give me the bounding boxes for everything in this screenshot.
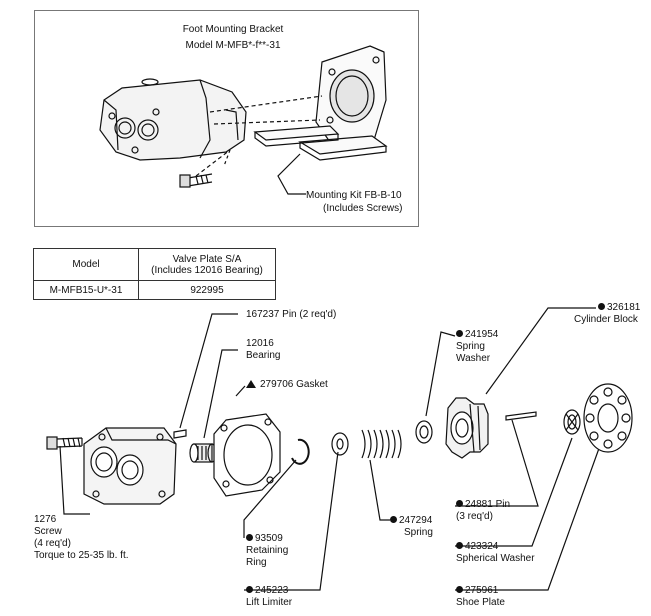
cylinder-name: Cylinder Block xyxy=(574,314,638,325)
bullet-icon xyxy=(598,303,605,310)
pin-label: 167237 Pin (2 req'd) xyxy=(246,309,337,320)
screw-torque: Torque to 25-35 lb. ft. xyxy=(34,550,129,561)
spring-name: Spring xyxy=(404,527,433,538)
table-cell-valve: 922995 xyxy=(138,280,276,300)
spring-washer-l1: Spring xyxy=(456,341,485,352)
bullet-icon xyxy=(456,330,463,337)
pin2-num-text: 24881 Pin xyxy=(465,499,511,510)
lift-number: 245223 xyxy=(246,585,288,597)
kit-note: (Includes Screws) xyxy=(323,203,403,214)
retaining-l1: Retaining xyxy=(246,545,289,556)
spring-illustration xyxy=(361,429,402,459)
bearing-illustration xyxy=(189,443,217,463)
screw-name: Screw xyxy=(34,526,62,537)
pin-illustration xyxy=(173,429,187,439)
lift-limiter-illustration xyxy=(331,432,349,456)
bearing-number: 12016 xyxy=(246,338,274,349)
bullet-icon xyxy=(246,534,253,541)
bullet-icon xyxy=(456,586,463,593)
lift-name: Lift Limiter xyxy=(246,597,293,608)
pump-assembly-illustration xyxy=(99,78,247,161)
shoe-name: Shoe Plate xyxy=(456,597,505,608)
shoe-number: 275961 xyxy=(456,585,498,597)
spring-washer-illustration xyxy=(415,420,433,444)
spherical-name: Spherical Washer xyxy=(456,553,535,564)
bracket-title: Foot Mounting Bracket xyxy=(182,24,284,35)
bolt-illustration xyxy=(179,173,213,188)
spherical-washer-illustration xyxy=(563,409,581,435)
gasket-illustration xyxy=(213,413,281,497)
pin2-number: 24881 Pin xyxy=(456,499,510,511)
cylinder-number: 326181 xyxy=(598,302,640,314)
spring-number: 247294 xyxy=(390,515,432,527)
top-diagram-frame xyxy=(34,10,419,227)
spring-washer-number: 241954 xyxy=(456,329,498,341)
leader-lines xyxy=(59,307,603,591)
spring-washer-l2: Washer xyxy=(456,353,491,364)
table-cell-model: M-MFB15-U*-31 xyxy=(33,280,139,300)
cylinder-block-illustration xyxy=(445,397,489,459)
gasket-label: 279706 Gasket xyxy=(246,379,328,391)
screw-qty: (4 req'd) xyxy=(34,538,71,549)
valve-plate-table: Model Valve Plate S/A (Includes 12016 Be… xyxy=(33,248,276,300)
leader-line xyxy=(277,153,306,195)
bullet-icon xyxy=(390,516,397,523)
table-header-valve-line2: (Includes 12016 Bearing) xyxy=(151,264,263,276)
foot-bracket-illustration xyxy=(253,45,388,161)
screw-illustration xyxy=(46,436,83,450)
spring-washer-num-text: 241954 xyxy=(465,329,499,340)
bracket-model: Model M-MFB*-f**-31 xyxy=(185,40,281,51)
screw-number: 1276 xyxy=(34,514,57,525)
retaining-ring-illustration xyxy=(291,438,310,465)
bearing-name: Bearing xyxy=(246,350,281,361)
pin-24881-illustration xyxy=(505,411,537,421)
spring-num-text: 247294 xyxy=(399,515,433,526)
retaining-number: 93509 xyxy=(246,533,283,545)
retaining-l2: Ring xyxy=(246,557,267,568)
spherical-number: 423324 xyxy=(456,541,498,553)
bullet-icon xyxy=(456,500,463,507)
table-header-row: Model Valve Plate S/A (Includes 12016 Be… xyxy=(33,248,276,281)
shoe-plate-illustration xyxy=(583,383,633,453)
cylinder-num-text: 326181 xyxy=(607,302,641,313)
triangle-icon xyxy=(246,380,256,388)
table-row: M-MFB15-U*-31 922995 xyxy=(33,280,276,300)
table-header-model: Model xyxy=(33,248,139,281)
dashed-guide xyxy=(195,95,323,177)
spherical-num-text: 423324 xyxy=(465,541,499,552)
table-header-valve: Valve Plate S/A (Includes 12016 Bearing) xyxy=(138,248,276,281)
retaining-num-text: 93509 xyxy=(255,533,283,544)
lift-num-text: 245223 xyxy=(255,585,289,596)
pin2-qty: (3 req'd) xyxy=(456,511,493,522)
gasket-text: 279706 Gasket xyxy=(260,379,328,390)
bullet-icon xyxy=(246,586,253,593)
table-header-valve-line1: Valve Plate S/A xyxy=(172,253,242,265)
valve-plate-housing-illustration xyxy=(83,427,177,505)
shoe-num-text: 275961 xyxy=(465,585,499,596)
kit-title: Mounting Kit FB-B-10 xyxy=(306,190,402,201)
bullet-icon xyxy=(456,542,463,549)
